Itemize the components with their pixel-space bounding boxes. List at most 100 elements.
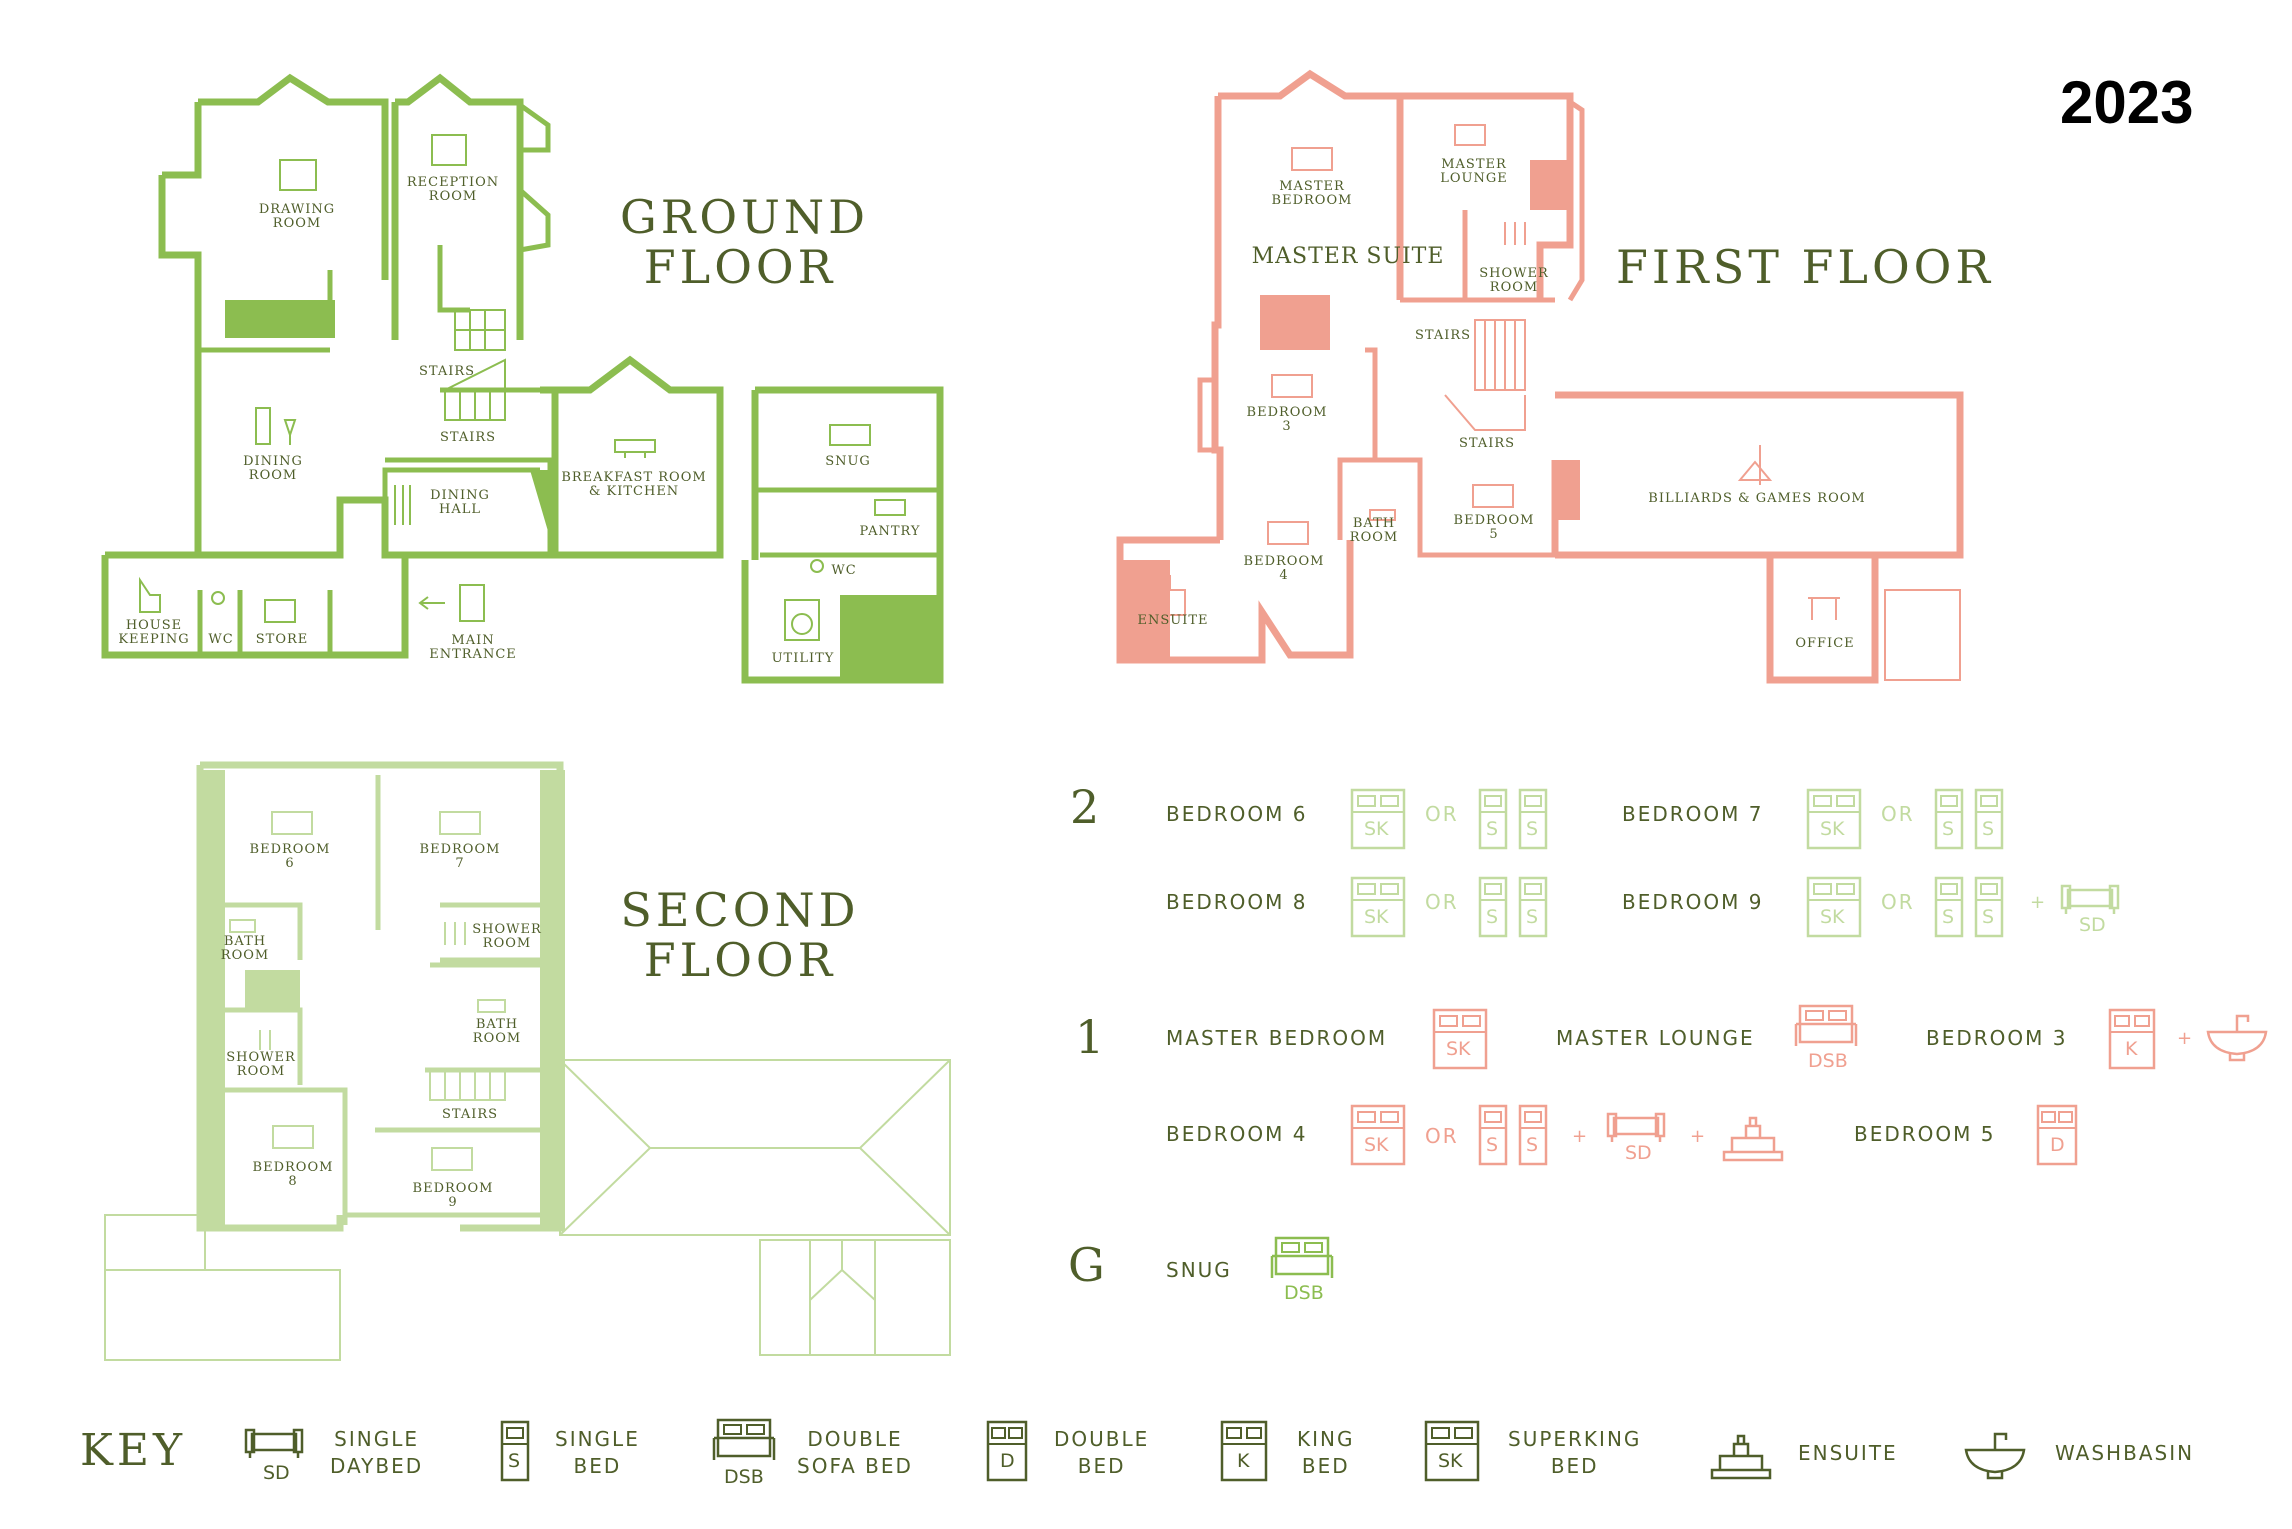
bed-row-bedroom3: BEDROOM 3	[1926, 1026, 2068, 1050]
room-master-bedroom: MASTER BEDROOM	[1271, 179, 1353, 208]
plus-separator: +	[1690, 1126, 1706, 1147]
room-bedroom5: BEDROOM 5	[1453, 513, 1535, 542]
room-breakfast: BREAKFAST ROOM & KITCHEN	[561, 470, 707, 499]
room-bath-room: BATH ROOM	[1349, 516, 1399, 545]
first-floor-title: FIRST FLOOR	[1615, 240, 1995, 294]
bed-row-master-bedroom: MASTER BEDROOM	[1166, 1026, 1388, 1050]
room-snug: SNUG	[825, 454, 871, 469]
year-label: 2023	[2060, 69, 2194, 136]
ground-room-icons	[139, 134, 906, 641]
first-room-icons	[1159, 124, 1840, 620]
room-shower-room-left: SHOWER ROOM	[226, 1050, 296, 1079]
bed-row-bedroom6: BEDROOM 6	[1166, 802, 1308, 826]
ground-floor-title-line1: GROUND	[620, 190, 869, 244]
key-king-bed: KING BED	[1297, 1427, 1355, 1478]
room-billiards: BILLIARDS & GAMES ROOM	[1648, 491, 1866, 506]
code-s: S	[1982, 818, 1995, 840]
code-sk: SK	[1364, 1134, 1389, 1156]
bed-row-bedroom5: BEDROOM 5	[1854, 1122, 1996, 1146]
code-dsb: DSB	[1808, 1050, 1848, 1072]
key-double-bed: DOUBLE BED	[1054, 1427, 1150, 1478]
key-washbasin: WASHBASIN	[2055, 1441, 2195, 1465]
plus-separator: +	[1572, 1126, 1588, 1147]
code-s: S	[1526, 906, 1539, 928]
key-title: KEY	[80, 1425, 187, 1476]
code-s: S	[1526, 818, 1539, 840]
first-floor-plan	[1116, 69, 1964, 684]
room-reception: RECEPTION ROOM	[406, 175, 500, 204]
plus-separator: +	[2030, 892, 2046, 913]
second-room-icons	[229, 811, 506, 1171]
code-d: D	[1000, 1450, 1015, 1472]
code-s: S	[1942, 906, 1955, 928]
bed-row-master-lounge: MASTER LOUNGE	[1556, 1026, 1755, 1050]
ground-floor-title-line2: FLOOR	[643, 240, 837, 294]
code-dsb: DSB	[724, 1466, 764, 1488]
room-drawing: DRAWING ROOM	[258, 202, 336, 231]
code-s: S	[1942, 818, 1955, 840]
code-sk: SK	[1364, 818, 1389, 840]
bed-row-snug: SNUG	[1166, 1258, 1232, 1282]
or-separator: OR	[1425, 890, 1459, 914]
code-s: S	[1982, 906, 1995, 928]
room-stairs-top: STAIRS	[1414, 328, 1472, 343]
room-wc-left: WC	[208, 632, 234, 647]
code-sd: SD	[263, 1462, 290, 1484]
room-bath-room-left: BATH ROOM	[220, 934, 270, 963]
room-bedroom8: BEDROOM 8	[252, 1160, 334, 1189]
room-utility: UTILITY	[771, 651, 835, 666]
room-bath-room-right: BATH ROOM	[472, 1017, 522, 1046]
code-sk: SK	[1438, 1450, 1463, 1472]
room-stairs-bottom: STAIRS	[1458, 436, 1516, 451]
ground-floor-plan	[101, 73, 944, 684]
room-bedroom9: BEDROOM 9	[412, 1181, 494, 1210]
second-floor-plan	[104, 761, 951, 1361]
code-sk: SK	[1446, 1038, 1471, 1060]
room-pantry: PANTRY	[859, 524, 921, 539]
key-single-daybed: SINGLE DAYBED	[330, 1427, 424, 1478]
level-g-label: G	[1068, 1238, 1105, 1292]
key-double-sofa-bed: DOUBLE SOFA BED	[797, 1427, 913, 1478]
code-k: K	[1237, 1450, 1250, 1472]
room-dining: DINING ROOM	[243, 454, 303, 483]
code-d: D	[2050, 1134, 2065, 1156]
code-sk: SK	[1364, 906, 1389, 928]
room-bedroom6: BEDROOM 6	[249, 842, 331, 871]
or-separator: OR	[1881, 890, 1915, 914]
room-bedroom4: BEDROOM 4	[1243, 554, 1325, 583]
or-separator: OR	[1881, 802, 1915, 826]
or-separator: OR	[1425, 1124, 1459, 1148]
room-stairs-top: STAIRS	[418, 364, 476, 379]
room-ensuite: ENSUITE	[1137, 613, 1209, 628]
room-bedroom7: BEDROOM 7	[419, 842, 501, 871]
second-floor-title-line1: SECOND	[620, 883, 860, 937]
room-wc-right: WC	[831, 563, 857, 578]
second-floor-title: SECOND FLOOR	[620, 885, 860, 985]
room-office: OFFICE	[1795, 636, 1855, 651]
room-store: STORE	[255, 632, 309, 647]
code-s: S	[1486, 906, 1499, 928]
room-house-keeping: HOUSE KEEPING	[118, 618, 190, 647]
room-stairs-bottom: STAIRS	[439, 430, 497, 445]
code-sd: SD	[1625, 1142, 1652, 1164]
plus-separator: +	[2177, 1028, 2193, 1049]
code-s: S	[1486, 1134, 1499, 1156]
key-ensuite: ENSUITE	[1798, 1441, 1898, 1465]
code-sd: SD	[2079, 914, 2106, 936]
or-separator: OR	[1425, 802, 1459, 826]
room-master-suite: MASTER SUITE	[1251, 244, 1445, 269]
code-s: S	[1526, 1134, 1539, 1156]
code-dsb: DSB	[1284, 1282, 1324, 1304]
bed-row-bedroom7: BEDROOM 7	[1622, 802, 1764, 826]
code-sk: SK	[1820, 906, 1845, 928]
room-dining-hall: DINING HALL	[430, 488, 490, 517]
level-1-label: 1	[1075, 1010, 1105, 1064]
ground-floor-title: GROUND FLOOR	[620, 190, 869, 294]
room-stairs: STAIRS	[441, 1107, 499, 1122]
room-shower-room: SHOWER ROOM	[1479, 266, 1549, 295]
key-single-bed: SINGLE BED	[555, 1427, 640, 1478]
code-s: S	[508, 1450, 521, 1472]
bed-row-bedroom8: BEDROOM 8	[1166, 890, 1308, 914]
